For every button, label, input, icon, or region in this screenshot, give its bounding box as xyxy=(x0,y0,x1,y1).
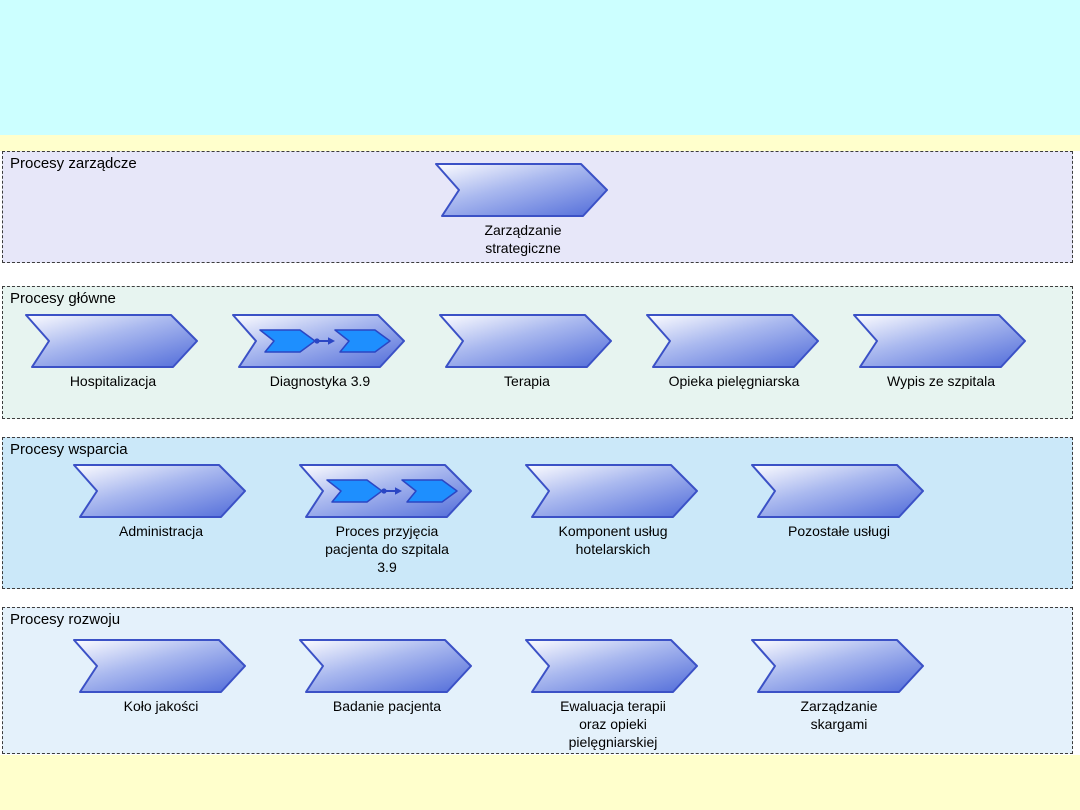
chevron-arrow-icon xyxy=(299,464,472,518)
process-label-line: Badanie pacjenta xyxy=(332,698,442,714)
process-opieka-piel-gniarska[interactable]: Opieka pielęgniarska xyxy=(646,314,822,390)
chevron-arrow-icon xyxy=(525,639,698,693)
process-badanie-pacjenta[interactable]: Badanie pacjenta xyxy=(299,639,475,751)
process-label: Komponent usług hotelarskich xyxy=(497,522,729,558)
section-procesy-glowne: Procesy główne Hospitalizacja Di xyxy=(2,286,1073,419)
process-label-line: Zarządzanie xyxy=(800,698,878,714)
process-komponent-us-ug-hotelarskich[interactable]: Komponent usług hotelarskich xyxy=(525,464,701,576)
process-ewaluacja-terapii-oraz-opieki-piel-gniarskiej[interactable]: Ewaluacja terapii oraz opieki pielęgniarsk… xyxy=(525,639,701,751)
section-title: Procesy zarządcze xyxy=(10,155,137,172)
process-wypis-ze-szpitala[interactable]: Wypis ze szpitala xyxy=(853,314,1029,390)
section-procesy-rozwoju: Procesy rozwoju Koło jakości Bad xyxy=(2,607,1073,754)
process-label: Pozostałe usługi xyxy=(723,522,955,540)
process-pozosta-e-us-ugi[interactable]: Pozostałe usługi xyxy=(751,464,927,576)
process-hospitalizacja[interactable]: Hospitalizacja xyxy=(25,314,201,390)
process-label-line: Zarządzanie xyxy=(484,222,562,238)
process-label-line: Opieka pielęgniarska xyxy=(668,373,800,389)
subprocess-indicator-icon xyxy=(326,479,458,503)
chevron-arrow-icon xyxy=(646,314,819,368)
process-row: Hospitalizacja Diagnostyka 3.9 Ter xyxy=(25,314,1029,390)
chevron-arrow-icon xyxy=(439,314,612,368)
process-label-line: Wypis ze szpitala xyxy=(886,373,996,389)
process-label-line: hotelarskich xyxy=(575,541,651,557)
process-label-line: Hospitalizacja xyxy=(69,373,157,389)
process-label-line: oraz opieki xyxy=(579,716,647,732)
process-label-line: Ewaluacja terapii xyxy=(560,698,666,714)
process-row: Administracja Proces przyjęcia pacjenta d… xyxy=(73,464,927,576)
section-procesy-wsparcia: Procesy wsparcia Administracja P xyxy=(2,437,1073,589)
section-title: Procesy główne xyxy=(10,290,116,307)
process-label: Terapia xyxy=(411,372,643,390)
chevron-arrow-icon xyxy=(435,163,608,217)
process-terapia[interactable]: Terapia xyxy=(439,314,615,390)
process-zarz-dzanie-skargami[interactable]: Zarządzanie skargami xyxy=(751,639,927,751)
process-label-line: 3.9 xyxy=(377,559,397,575)
process-label: Wypis ze szpitala xyxy=(825,372,1057,390)
chevron-arrow-icon xyxy=(751,464,924,518)
process-label-line: skargami xyxy=(810,716,868,732)
process-administracja[interactable]: Administracja xyxy=(73,464,249,576)
process-zarz-dzanie-strategiczne[interactable]: Zarządzanie strategiczne xyxy=(435,163,611,257)
process-label-line: Komponent usług xyxy=(558,523,668,539)
process-diagnostyka-3-9[interactable]: Diagnostyka 3.9 xyxy=(232,314,408,390)
process-label: Zarządzanie strategiczne xyxy=(407,221,639,257)
process-label-line: Koło jakości xyxy=(123,698,199,714)
chevron-arrow-icon xyxy=(751,639,924,693)
chevron-arrow-icon xyxy=(25,314,198,368)
chevron-arrow-icon xyxy=(73,464,246,518)
process-label: Koło jakości xyxy=(45,697,277,715)
process-label: Zarządzanie skargami xyxy=(723,697,955,733)
process-label-line: Proces przyjęcia xyxy=(335,523,439,539)
process-ko-o-jako-ci[interactable]: Koło jakości xyxy=(73,639,249,751)
process-label-line: Diagnostyka 3.9 xyxy=(269,373,371,389)
top-banner xyxy=(0,0,1080,135)
process-label-line: pielęgniarskiej xyxy=(568,734,658,750)
process-label: Administracja xyxy=(45,522,277,540)
section-title: Procesy rozwoju xyxy=(10,611,121,628)
process-label: Opieka pielęgniarska xyxy=(618,372,850,390)
process-row: Zarządzanie strategiczne xyxy=(435,163,611,257)
process-label-line: Terapia xyxy=(504,373,550,389)
process-label: Proces przyjęcia pacjenta do szpitala 3.9 xyxy=(271,522,503,576)
chevron-arrow-icon xyxy=(299,639,472,693)
process-label-line: strategiczne xyxy=(485,240,561,256)
process-label: Ewaluacja terapii oraz opieki pielęgniarsk… xyxy=(497,697,729,751)
process-label: Badanie pacjenta xyxy=(271,697,503,715)
subprocess-indicator-icon xyxy=(259,329,391,353)
process-label: Diagnostyka 3.9 xyxy=(204,372,436,390)
process-label: Hospitalizacja xyxy=(0,372,229,390)
section-procesy-zarzadcze: Procesy zarządcze Zarządzanie strategiczn… xyxy=(2,151,1073,263)
process-label-line: pacjenta do szpitala xyxy=(325,541,449,557)
section-title: Procesy wsparcia xyxy=(10,441,128,458)
process-proces-przyj-cia-pacjenta-do-szpitala-3-9[interactable]: Proces przyjęcia pacjenta do szpitala 3.9 xyxy=(299,464,475,576)
process-label-line: Pozostałe usługi xyxy=(788,523,890,539)
chevron-arrow-icon xyxy=(853,314,1026,368)
chevron-arrow-icon xyxy=(73,639,246,693)
chevron-arrow-icon xyxy=(525,464,698,518)
process-label-line: Administracja xyxy=(118,523,204,539)
chevron-arrow-icon xyxy=(232,314,405,368)
process-row: Koło jakości Badanie pacjenta Ewal xyxy=(73,639,927,751)
